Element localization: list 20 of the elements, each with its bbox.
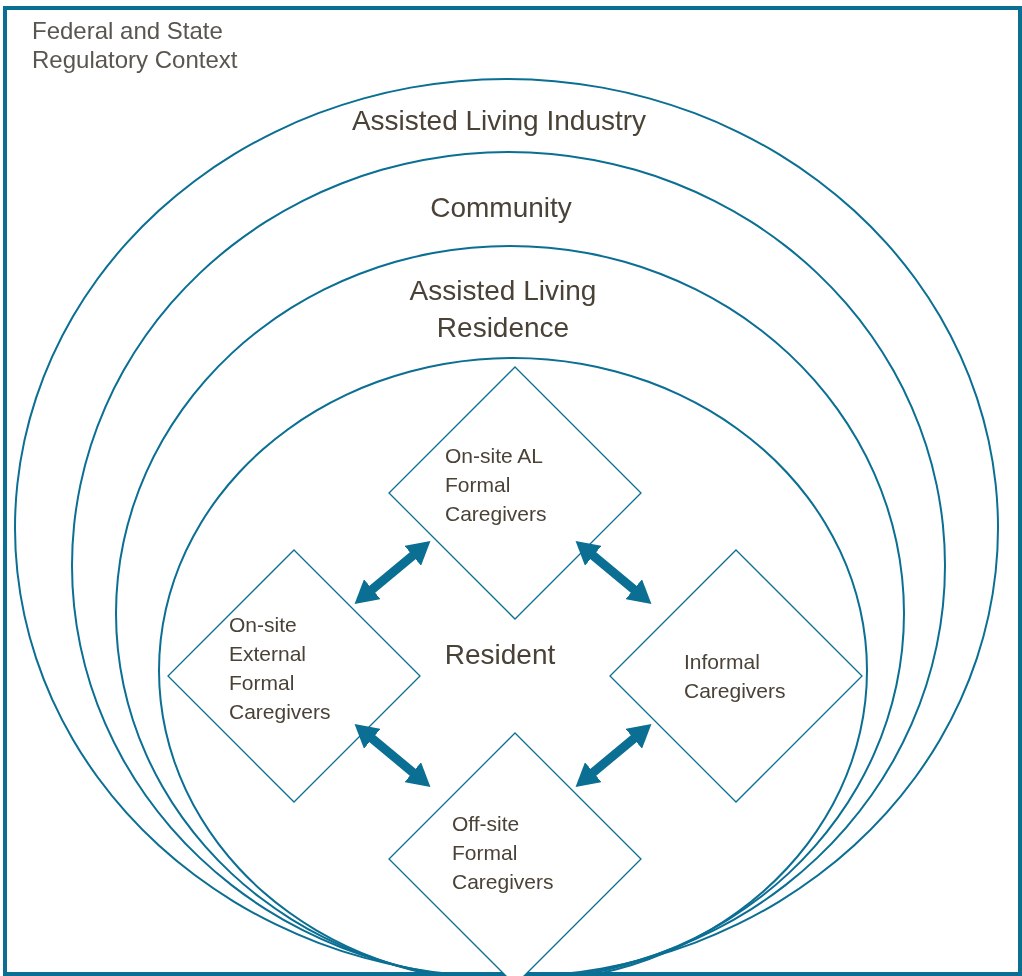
node-label: On-site AL Formal Caregivers — [445, 443, 548, 527]
caregiver-diamond — [609, 549, 863, 803]
double-arrow — [575, 541, 652, 604]
caregiver-diamond — [167, 549, 421, 803]
node-label: Assisted Living Industry — [350, 104, 648, 138]
node-label: On-site External Formal Caregivers — [229, 612, 332, 725]
node-label: Informal Caregivers — [684, 649, 787, 704]
double-arrow — [354, 724, 431, 787]
context-ellipse — [71, 151, 946, 976]
node-label: Resident — [443, 638, 557, 672]
caregiver-diamond — [388, 732, 642, 976]
node-label: Community — [429, 191, 573, 225]
double-arrow — [354, 541, 431, 604]
caregiver-diamond — [388, 366, 642, 620]
node-label: Off-site Formal Caregivers — [452, 811, 555, 895]
node-label: Federal and State Regulatory Context — [32, 16, 239, 74]
context-ellipse — [115, 245, 905, 976]
node-label: Assisted Living Residence — [408, 274, 598, 345]
double-arrow — [575, 724, 652, 787]
context-ellipse — [158, 357, 868, 976]
